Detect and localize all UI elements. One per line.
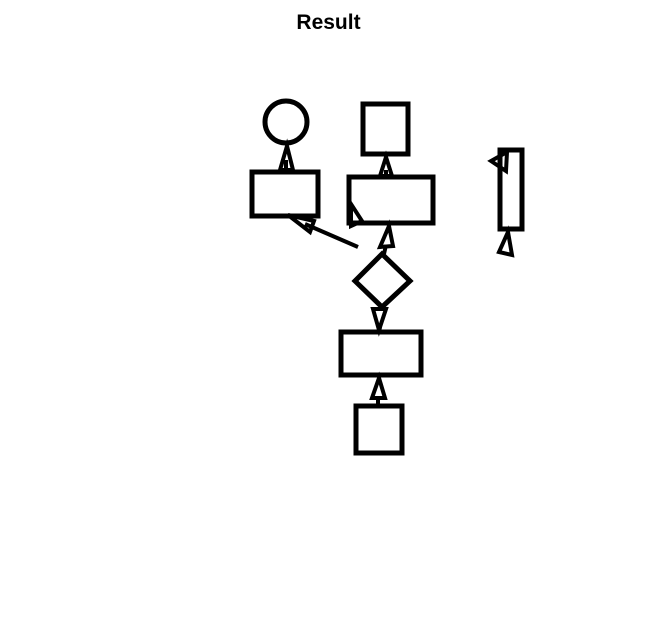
start-circle <box>262 98 310 146</box>
arrowhead-marker-right-bottom <box>496 225 515 258</box>
arrow-center-box-to-square <box>377 150 395 178</box>
process-box-lower <box>338 329 424 378</box>
diagram-title: Result <box>296 11 361 34</box>
arrow-lower-box-to-diamond <box>370 307 389 337</box>
process-box-left <box>249 169 321 219</box>
arrowhead-marker-right-top <box>487 148 510 175</box>
square-top <box>360 101 411 157</box>
process-box-center <box>346 174 436 226</box>
arrow-left-box-to-circle <box>277 138 296 172</box>
process-box-right-tall <box>497 147 525 232</box>
arrow-diamond-to-center-box <box>376 219 396 255</box>
arrowhead-marker-center <box>349 197 365 230</box>
arrow-diamond-to-left-box <box>286 213 359 249</box>
decision-diamond <box>351 250 414 311</box>
square-bottom <box>353 403 405 456</box>
arrow-bottom-square-to-lower-box <box>369 371 388 406</box>
